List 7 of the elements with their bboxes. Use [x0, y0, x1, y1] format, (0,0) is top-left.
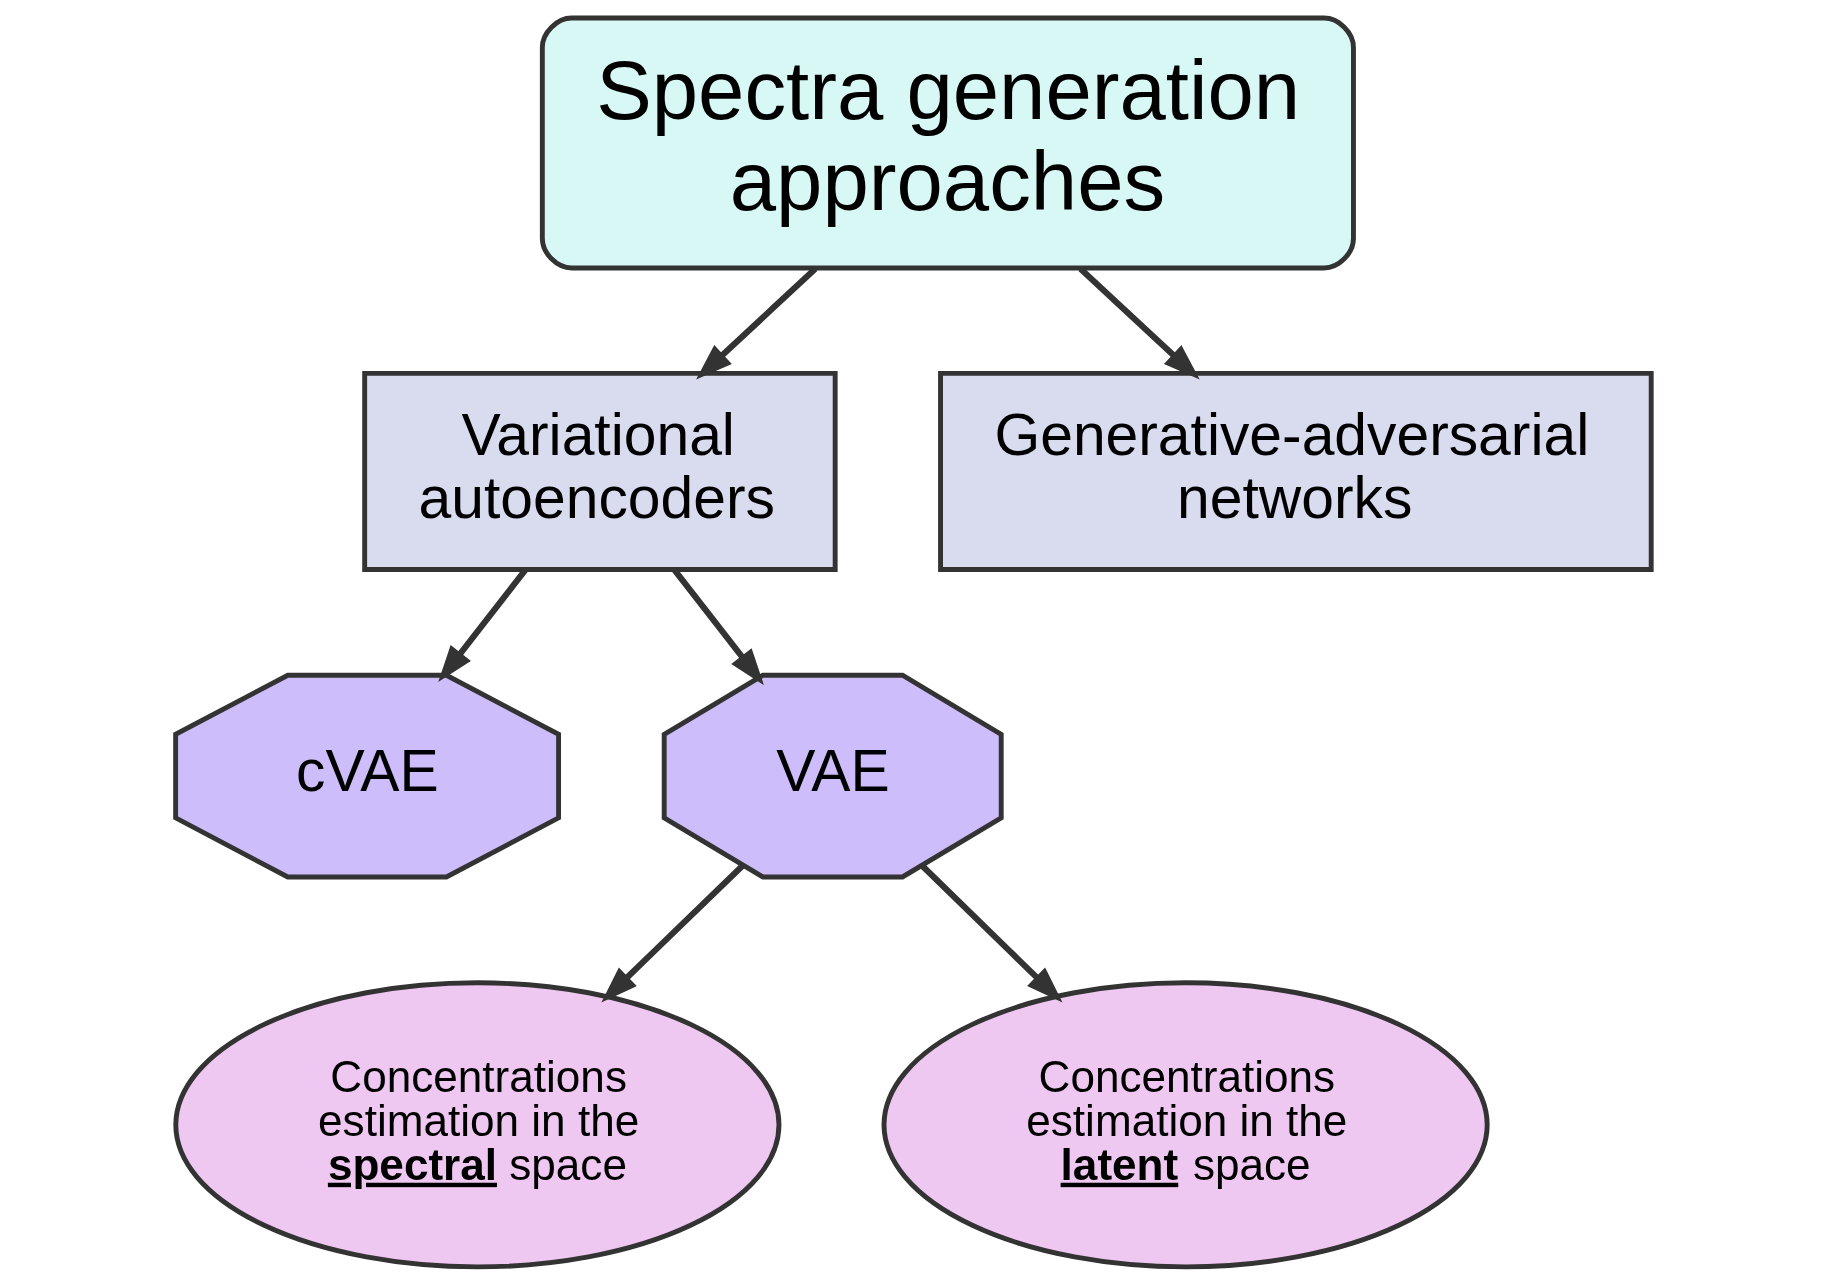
node-box: Variational autoencoders	[361, 370, 838, 572]
arrow	[600, 863, 745, 1003]
node-box: Spectra generation approaches	[539, 15, 1356, 271]
node-box: Generative-adversarial networks	[937, 370, 1654, 572]
node-ellipse: Concentrations estimation in the spectral space	[172, 980, 781, 1270]
arrow	[920, 864, 1062, 1003]
node-ellipse: Concentrations estimation in the latent space	[881, 980, 1490, 1270]
